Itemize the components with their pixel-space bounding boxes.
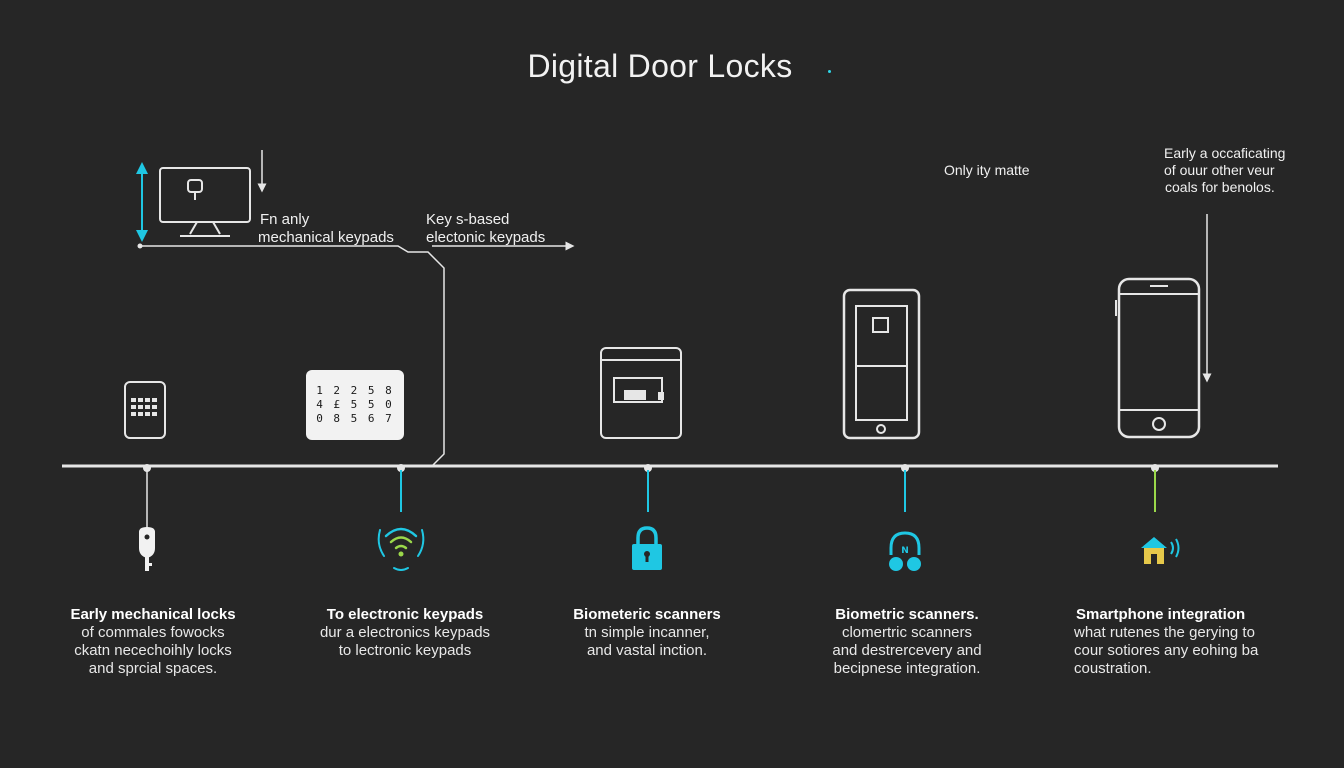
stage-line: and sprcial spaces. [88,660,218,677]
top-label-middle: Key s-based electonic keypads [426,211,545,247]
smart-home-icon [1141,537,1180,564]
timeline-nodes [143,464,1159,472]
stage-line: becipnese integration. [833,660,981,677]
stage-line: to lectronic keypads [338,642,472,659]
key-icon [139,527,155,571]
monitor-lock-icon [159,167,251,237]
top-label-middle-line: electonic keypads [426,229,546,246]
stage-heading: Biometric scanners. [835,606,979,623]
stage-heading: To electronic keypads [326,606,484,623]
stage-line: clomertric scanners [841,624,973,641]
stage-line: cour sotiores any eohing ba [1074,642,1259,659]
top-label-right-line: coals for benolos. [1165,179,1275,195]
stage-line: of commales fowocks [81,624,225,641]
stage-2-caption: To electronic keypads dur a electronics … [285,606,525,660]
stage-line: ckatn necechoihly locks [74,642,232,659]
stage-line: coustration. [1074,660,1152,677]
top-label-left: Fn anly mechanical keypads [258,211,394,247]
stage-5-caption: Smartphone integration what rutenes the … [1046,606,1296,678]
top-label-left-line: mechanical keypads [258,229,394,246]
stage-4-caption: Biometric scanners. clomertric scanners … [787,606,1027,678]
numeric-keypad-icon [306,370,404,440]
stage-line: and vastal inction. [586,642,708,659]
top-label-right: Early a occaficating of ouur other veur … [1164,145,1285,196]
keypad-digits: 1 2 2 5 8 4 £ 5 5 0 0 8 5 6 7 [306,384,404,426]
headset-icon: N [889,531,921,571]
top-label-right-mid: Only ity matte [944,162,1030,179]
stage-line: tn simple incanner, [584,624,710,641]
padlock-icon [632,526,662,570]
page-title: Digital Door Locks [527,48,793,84]
title-accent-dot [828,70,831,73]
stage-heading: Biometeric scanners [573,606,721,623]
stage-1-caption: Early mechanical locks of commales fowoc… [33,606,273,678]
timeline-stems [146,470,1156,528]
card-reader-icon [600,347,682,439]
keypad-device-icon [124,381,166,439]
door-panel-icon [842,288,921,440]
stage-heading: Smartphone integration [1076,606,1246,623]
keypad-digit-row: 0 8 5 6 7 [316,412,394,425]
top-label-middle-line: Key s-based [426,211,510,228]
top-label-right-mid-line: Only ity matte [944,162,1030,178]
stage-line: what rutenes the gerying to [1074,624,1255,641]
upper-connector [140,245,445,467]
stage-line: dur a electronics keypads [319,624,491,641]
top-label-right-line: Early a occaficating [1164,145,1286,161]
stage-line: and destrercevery and [832,642,982,659]
svg-text:N: N [901,546,909,556]
stage-heading: Early mechanical locks [70,606,236,623]
smartphone-icon [1115,277,1201,439]
top-label-right-line: of ouur other veur [1164,162,1275,178]
keypad-digit-row: 4 £ 5 5 0 [316,398,394,411]
wireless-signal-icon [377,527,425,571]
top-label-left-line: Fn anly [260,211,310,228]
keypad-digit-row: 1 2 2 5 8 [316,384,394,397]
stage-3-caption: Biometeric scanners tn simple incanner, … [527,606,767,660]
